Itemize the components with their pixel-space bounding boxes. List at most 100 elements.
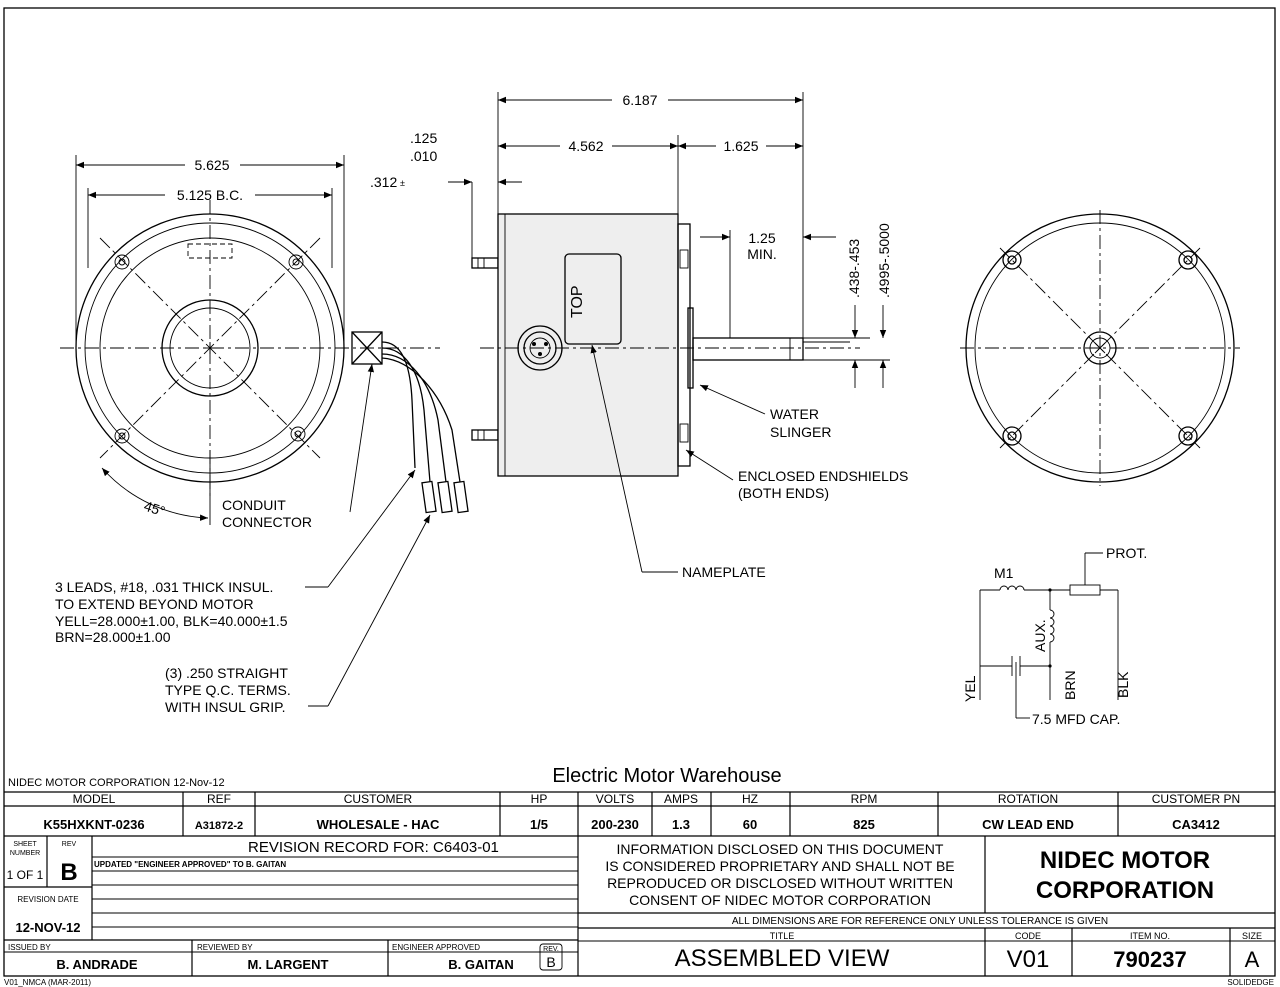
company-line-2: CORPORATION: [1036, 877, 1214, 904]
dim-overall: 6.187: [622, 92, 657, 108]
front-view: [60, 200, 469, 521]
terms-line-3: WITH INSUL GRIP.: [165, 699, 286, 715]
revision-block: SHEET NUMBER 1 OF 1 REV B REVISION RECOR…: [7, 839, 559, 972]
title-block-lines: [4, 791, 1275, 976]
dim-stud-tol: ±: [400, 178, 405, 188]
top-label: TOP: [569, 285, 586, 318]
dim-stud-offset: .312: [370, 174, 397, 190]
leads-line-4: BRN=28.000±1.00: [55, 629, 171, 645]
leads-line-3: YELL=28.000±1.00, BLK=40.000±1.5: [55, 613, 288, 629]
hdr-rotation: ROTATION: [998, 792, 1058, 806]
aux-label: AUX.: [1032, 619, 1048, 652]
side-dims: [448, 92, 890, 388]
terms-line-2: TYPE Q.C. TERMS.: [165, 682, 291, 698]
schematic-labels: PROT. M1 AUX. YEL BRN BLK 7.5 MFD CAP.: [962, 545, 1147, 727]
terms-line-1: (3) .250 STRAIGHT: [165, 665, 288, 681]
val-hz: 60: [743, 817, 757, 832]
hdr-volts: VOLTS: [596, 792, 634, 806]
sheet-value: 1 OF 1: [7, 868, 44, 882]
company-date: NIDEC MOTOR CORPORATION 12-Nov-12: [8, 777, 225, 789]
rev-box-value: B: [546, 954, 555, 970]
val-ref: A31872-2: [195, 820, 243, 832]
hdr-hp: HP: [531, 792, 548, 806]
callout-labels: WATER SLINGER ENCLOSED ENDSHIELDS (BOTH …: [55, 406, 908, 715]
val-amps: 1.3: [672, 817, 690, 832]
title-label: TITLE: [770, 931, 795, 941]
warehouse-title: Electric Motor Warehouse: [552, 765, 781, 787]
disclaimer-line-2: IS CONSIDERED PROPRIETARY AND SHALL NOT …: [605, 858, 954, 874]
cap-label: 7.5 MFD CAP.: [1032, 711, 1120, 727]
val-rpm: 825: [853, 817, 875, 832]
size-value: A: [1245, 947, 1260, 972]
issued-label: ISSUED BY: [8, 943, 51, 952]
dim-od: 5.625: [194, 157, 229, 173]
disclaimer-line-3: REPRODUCED OR DISCLOSED WITHOUT WRITTEN: [607, 875, 953, 891]
company-line-1: NIDEC MOTOR: [1040, 847, 1210, 874]
disclaimer-line-1: INFORMATION DISCLOSED ON THIS DOCUMENT: [617, 841, 944, 857]
footer-right: SOLIDEDGE: [1227, 978, 1274, 987]
endshields-label-2: (BOTH ENDS): [738, 485, 829, 501]
issued-by: B. ANDRADE: [56, 957, 137, 972]
reviewed-label: REVIEWED BY: [197, 943, 253, 952]
rev-date-label: REVISION DATE: [17, 895, 78, 904]
dim-shaft-dia: .4995-.5000: [876, 223, 892, 298]
approved-label: ENGINEER APPROVED: [392, 943, 480, 952]
hdr-customer-pn: CUSTOMER PN: [1152, 792, 1240, 806]
dim-min-2: MIN.: [747, 246, 777, 262]
size-label: SIZE: [1242, 931, 1262, 941]
val-volts: 200-230: [591, 817, 639, 832]
item-label: ITEM NO.: [1130, 931, 1170, 941]
hdr-customer: CUSTOMER: [344, 792, 413, 806]
revision-record-title: REVISION RECORD FOR: C6403-01: [248, 839, 499, 856]
approved-by: B. GAITAN: [448, 957, 513, 972]
wiring-schematic: [979, 552, 1119, 719]
val-customer: WHOLESALE - HAC: [317, 817, 440, 832]
leaders: [305, 344, 766, 707]
blk-label: BLK: [1115, 671, 1131, 698]
dimension-labels: 5.625 5.125 B.C. 6.187 4.562 1.625 .125 …: [142, 92, 892, 519]
rev-label: REV: [62, 841, 77, 848]
water-slinger-label: WATER: [770, 406, 819, 422]
leads-line-1: 3 LEADS, #18, .031 THICK INSUL.: [55, 579, 273, 595]
code-label: CODE: [1015, 931, 1041, 941]
water-slinger-label-2: SLINGER: [770, 424, 831, 440]
endshields-label: ENCLOSED ENDSHIELDS: [738, 468, 908, 484]
hdr-ref: REF: [207, 792, 231, 806]
nameplate-label: NAMEPLATE: [682, 564, 766, 580]
revision-note: UPDATED "ENGINEER APPROVED" TO B. GAITAN: [94, 860, 286, 869]
rev-box-label: REV.: [543, 946, 559, 953]
rear-view: [960, 210, 1240, 486]
val-model: K55HXKNT-0236: [43, 817, 144, 832]
code-value: V01: [1007, 946, 1050, 973]
disclaimer-line-4: CONSENT OF NIDEC MOTOR CORPORATION: [629, 892, 931, 908]
brn-label: BRN: [1062, 670, 1078, 700]
leads-line-2: TO EXTEND BEYOND MOTOR: [55, 596, 254, 612]
title-fields: TITLE ASSEMBLED VIEW CODE V01 ITEM NO. 7…: [675, 931, 1262, 973]
dim-stud-a: .125: [410, 130, 437, 146]
hdr-amps: AMPS: [664, 792, 698, 806]
conduit-label-2: CONNECTOR: [222, 514, 312, 530]
disclaimer-block: INFORMATION DISCLOSED ON THIS DOCUMENT I…: [605, 841, 1214, 927]
hdr-model: MODEL: [73, 792, 116, 806]
dim-angle: 45°: [142, 498, 167, 520]
sheet-border: [3, 7, 1276, 977]
rev-date: 12-NOV-12: [15, 920, 80, 935]
val-rotation: CW LEAD END: [982, 817, 1074, 832]
dim-bc: 5.125 B.C.: [177, 187, 243, 203]
item-number: 790237: [1113, 947, 1186, 972]
dim-stud-b: .010: [410, 148, 437, 164]
val-customer-pn: CA3412: [1172, 817, 1220, 832]
all-dims-note: ALL DIMENSIONS ARE FOR REFERENCE ONLY UN…: [732, 916, 1108, 927]
dim-body: 4.562: [568, 138, 603, 154]
side-view: [471, 213, 860, 477]
footer-left: V01_NMCA (MAR-2011): [4, 978, 91, 987]
front-dims: [75, 155, 345, 525]
conduit-label: CONDUIT: [222, 497, 286, 513]
yel-label: YEL: [962, 675, 978, 702]
rev-value: B: [60, 859, 77, 886]
sheet-label-2: NUMBER: [10, 850, 40, 857]
hdr-hz: HZ: [742, 792, 758, 806]
m1-label: M1: [994, 565, 1014, 581]
dim-min-1: 1.25: [748, 230, 775, 246]
